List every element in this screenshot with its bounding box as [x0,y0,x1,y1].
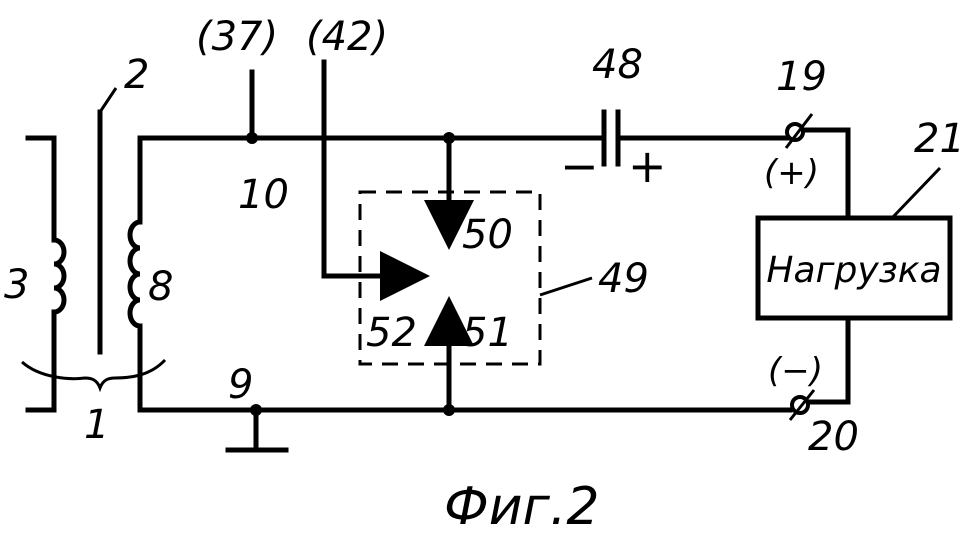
coil-3 [25,135,67,413]
block-49-leader [539,276,593,297]
bottom-rail [137,315,851,413]
load-text: Нагрузка [766,250,941,291]
winding-8 [127,135,143,413]
label-core-2: 2 [124,52,149,98]
label-arrow-50: 50 [462,212,513,258]
label-node-10: 10 [238,172,289,218]
label-arrow-52: 52 [366,310,417,356]
core-bracket-1 [21,358,167,393]
label-block-49: 49 [598,256,649,302]
label-coil-3: 3 [4,262,29,308]
label-input-42: (42) [306,14,388,60]
ground-symbol [225,407,289,453]
label-input-37: (37) [196,14,278,60]
input-lead-42 [321,59,430,301]
terminal-19 [785,122,805,142]
label-cap-minus: − [560,139,599,193]
label-terminal-20: 20 [808,414,859,460]
label-terminal-19-sign: (+) [764,153,819,193]
label-bracket-1: 1 [84,402,109,448]
label-load-21: 21 [914,116,965,162]
label-capacitor-48: 48 [592,42,643,88]
junction-node-10 [246,132,258,144]
label-node-9: 9 [228,362,253,408]
label-terminal-19: 19 [776,54,827,100]
capacitor-48 [601,109,621,167]
label-cap-plus: + [628,139,667,193]
label-winding-8: 8 [148,264,173,310]
core-2 [97,87,118,355]
figure-caption: Фиг.2 [444,477,600,537]
label-terminal-20-sign: (−) [768,351,823,391]
label-arrow-51: 51 [462,310,513,356]
top-rail [137,127,851,221]
load-box [755,215,953,321]
load-leader-21 [890,166,942,220]
